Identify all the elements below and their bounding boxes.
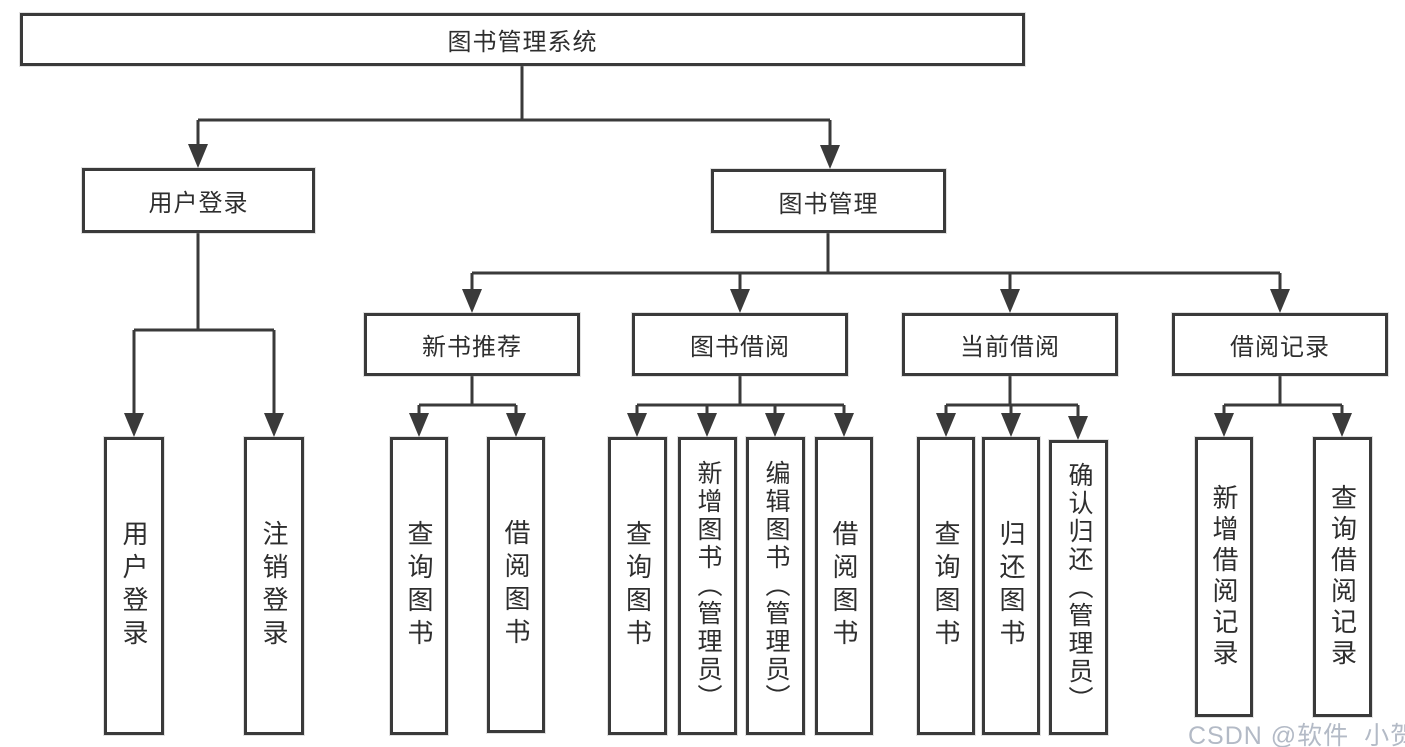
node-book-borrowing: 图书借阅 <box>632 313 848 376</box>
node-borrowing-records: 借阅记录 <box>1172 313 1388 376</box>
node-new-book-recommend: 新书推荐 <box>364 313 580 376</box>
node-label: 归还图书 <box>996 520 1026 652</box>
node-return-books: 归还图书 <box>982 437 1040 735</box>
node-label: 用户登录 <box>119 520 149 652</box>
node-book-management-module: 图书管理 <box>711 169 946 233</box>
node-label: 查询图书 <box>622 520 653 652</box>
node-user-login-module: 用户登录 <box>82 168 315 233</box>
node-label: 新增借阅记录 <box>1209 484 1239 670</box>
csdn-watermark: CSDN @软件_小贺同学 <box>1188 722 1405 747</box>
node-label: 编辑图书（管理员） <box>762 460 790 712</box>
node-label: 注销登录 <box>259 520 289 652</box>
node-label: 图书管理 <box>778 190 879 218</box>
node-query-books-1: 查询图书 <box>390 437 448 735</box>
node-logout-leaf: 注销登录 <box>244 437 304 735</box>
node-query-borrow-record: 查询借阅记录 <box>1313 437 1372 717</box>
node-query-books-2: 查询图书 <box>608 437 667 735</box>
node-query-books-3: 查询图书 <box>917 437 975 735</box>
node-current-borrowing: 当前借阅 <box>902 313 1118 376</box>
node-add-books-admin: 新增图书（管理员） <box>678 437 737 735</box>
node-label: 借阅记录 <box>1230 334 1330 361</box>
node-label: 图书借阅 <box>690 334 790 361</box>
node-borrow-books-2: 借阅图书 <box>815 437 873 735</box>
node-add-borrow-record: 新增借阅记录 <box>1195 437 1253 717</box>
node-library-management-system: 图书管理系统 <box>20 13 1025 66</box>
node-label: 借阅图书 <box>829 520 859 652</box>
node-edit-books-admin: 编辑图书（管理员） <box>746 437 805 735</box>
node-borrow-books-1: 借阅图书 <box>487 437 545 733</box>
node-label: 新增图书（管理员） <box>694 460 722 712</box>
node-label: 查询图书 <box>931 520 961 652</box>
node-label: 查询借阅记录 <box>1327 484 1358 670</box>
node-label: 查询图书 <box>404 520 434 652</box>
node-label: 当前借阅 <box>960 334 1060 361</box>
node-label: 用户登录 <box>148 190 249 217</box>
node-confirm-return-admin: 确认归还（管理员） <box>1049 440 1108 735</box>
node-user-login-leaf: 用户登录 <box>104 437 164 735</box>
node-label: 确认归还（管理员） <box>1065 461 1093 714</box>
arrowhead-icons <box>124 144 1352 440</box>
node-label: 图书管理系统 <box>447 29 598 56</box>
node-label: 借阅图书 <box>501 519 531 651</box>
node-label: 新书推荐 <box>422 334 522 361</box>
